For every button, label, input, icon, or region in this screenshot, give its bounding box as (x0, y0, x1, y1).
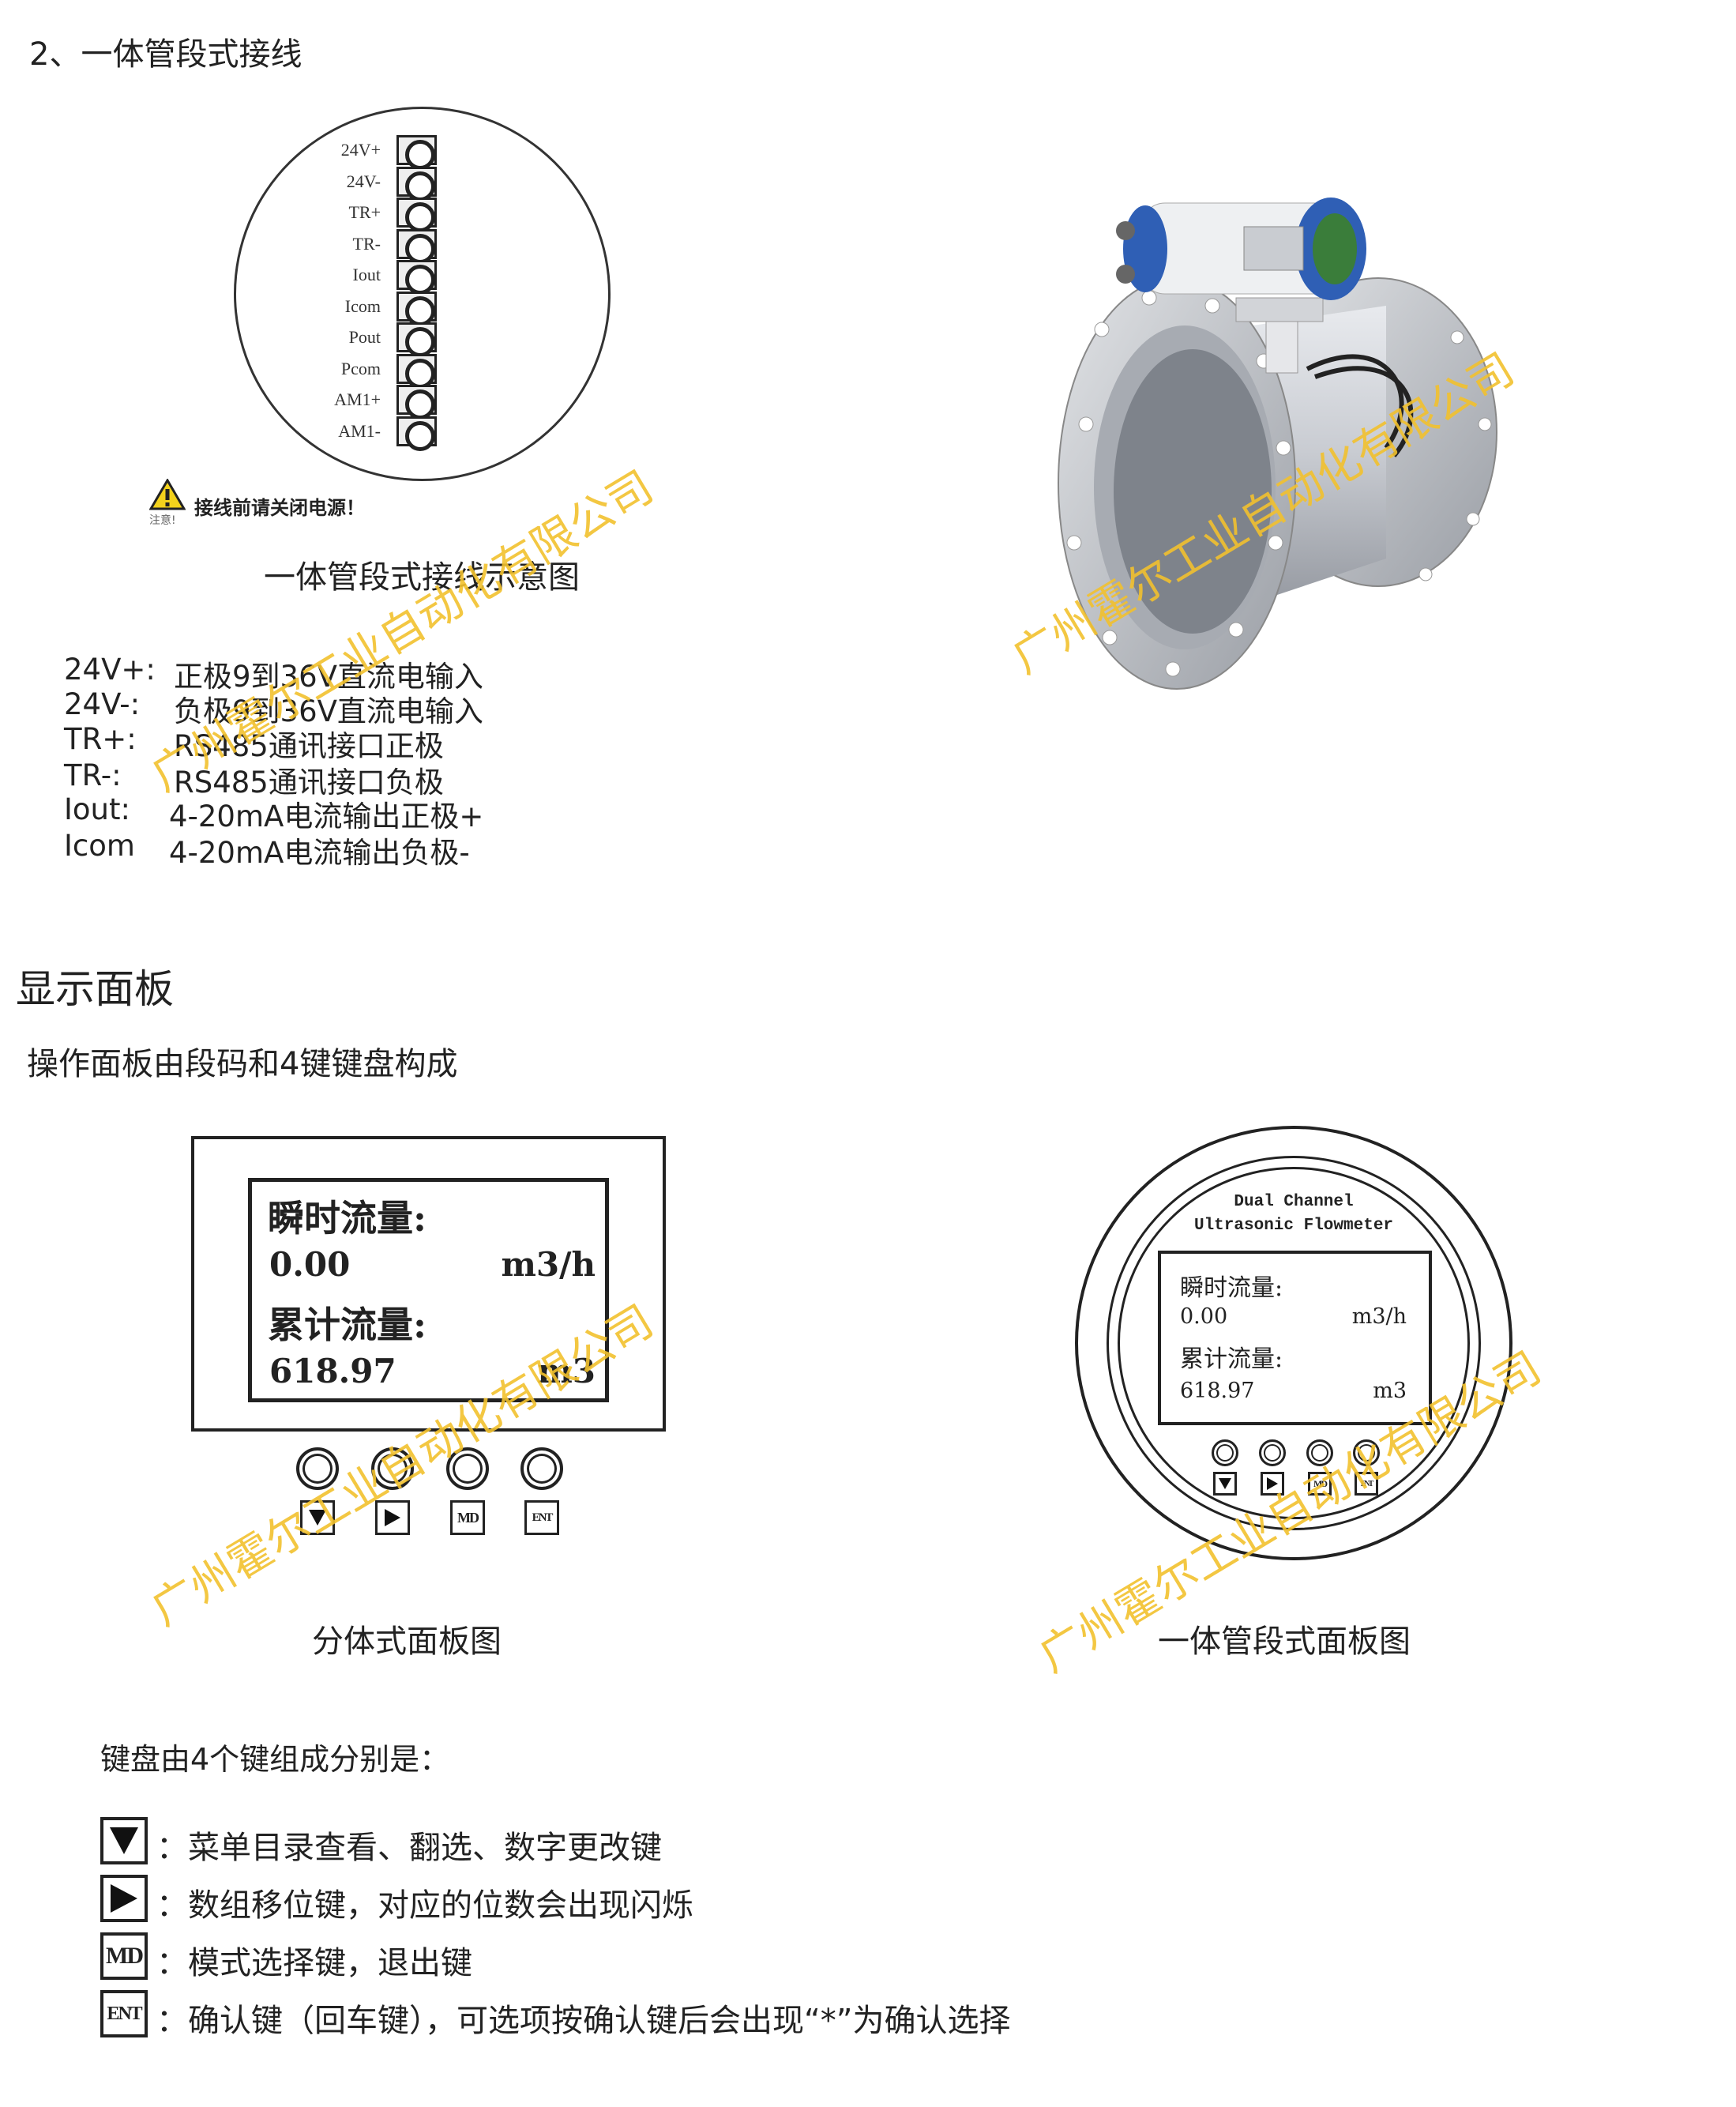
split-button-right[interactable] (371, 1447, 414, 1490)
terminal-label: 24V+ (340, 140, 381, 160)
integrated-button-ent[interactable] (1353, 1439, 1380, 1466)
integrated-panel-inner-ring (1118, 1167, 1470, 1519)
terminal-screw-icon (396, 260, 437, 295)
lcd-instant-flow-label: 瞬时流量: (268, 1197, 426, 1240)
terminal-label: AM1+ (334, 389, 381, 409)
ent-key-icon: ENT (524, 1500, 559, 1535)
terminal-label: Pcom (340, 358, 381, 378)
keypad-intro: 键盘由4个键组成分别是： (100, 1742, 450, 1777)
lcd-total-flow-value: 618.97 (1180, 1379, 1255, 1403)
md-key-icon: MD (1308, 1472, 1332, 1496)
terminal-desc-label: Icom (64, 829, 135, 863)
terminal-label: Icom (344, 295, 381, 316)
terminal-screw-icon (396, 166, 437, 201)
warning-icon (148, 478, 186, 514)
md-key-icon: MD (450, 1500, 485, 1535)
panel-title-line2: Ultrasonic Flowmeter (1193, 1217, 1394, 1235)
integrated-panel (1075, 1126, 1512, 1560)
terminal-desc-text: 4-20mA电流输出正极+ (169, 800, 484, 833)
terminal-screw-icon (396, 198, 437, 232)
terminal-label: Pout (348, 327, 381, 347)
integrated-panel-caption: 一体管段式面板图 (1158, 1624, 1411, 1660)
terminal-label: AM1- (338, 420, 381, 441)
right-arrow-key-icon (1261, 1472, 1284, 1496)
lcd-total-flow-unit: m3 (537, 1352, 596, 1390)
terminal-label: TR+ (348, 202, 381, 222)
key-description: ：数组移位键，对应的位数会出现闪烁 (156, 1887, 693, 1924)
terminal-screw-icon (396, 353, 437, 389)
key-description: ：模式选择键，退出键 (156, 1945, 472, 1981)
ent-key-icon: ENT (1355, 1472, 1378, 1496)
integrated-button-right[interactable] (1259, 1439, 1286, 1466)
lcd-instant-flow-value: 0.00 (269, 1245, 351, 1284)
terminal-screw-icon (396, 291, 437, 326)
display-panel-title: 显示面板 (16, 966, 174, 1012)
terminal-screw-icon (396, 416, 437, 451)
terminal-screw-icon (396, 228, 437, 264)
lcd-instant-flow-value: 0.00 (1180, 1304, 1228, 1329)
split-button-ent[interactable] (520, 1447, 563, 1490)
wiring-diagram (234, 107, 611, 481)
lcd-total-flow-label: 累计流量: (268, 1304, 426, 1346)
lcd-instant-flow-unit: m3/h (1351, 1304, 1407, 1329)
terminal-label: Iout (352, 265, 381, 284)
down-arrow-key-icon (100, 1817, 148, 1864)
lcd-total-flow-unit: m3 (1373, 1379, 1407, 1403)
split-panel (191, 1136, 666, 1432)
terminal-label: TR- (352, 233, 381, 254)
right-arrow-key-icon (375, 1500, 410, 1535)
diagram-caption: 一体管段式接线示意图 (264, 559, 580, 596)
lcd-total-flow-label: 累计流量: (1180, 1345, 1283, 1373)
lcd-total-flow-value: 618.97 (269, 1352, 396, 1390)
lcd-instant-flow-label: 瞬时流量: (1180, 1274, 1283, 1302)
terminal-desc-label: Iout: (64, 792, 130, 826)
key-description: ：菜单目录查看、翻选、数字更改键 (156, 1830, 662, 1866)
md-key-icon: MD (100, 1932, 148, 1980)
warning-sub: 注意! (149, 514, 176, 527)
terminal-screw-icon (396, 135, 437, 170)
integrated-button-down[interactable] (1212, 1439, 1238, 1466)
down-arrow-key-icon (1213, 1472, 1237, 1496)
terminal-desc-text: RS485通讯接口正极 (174, 729, 444, 763)
section-title: 2、一体管段式接线 (29, 36, 302, 73)
terminal-desc-label: TR+: (64, 722, 137, 756)
terminal-strip (396, 134, 437, 451)
warning-text: 接线前请关闭电源！ (194, 497, 365, 519)
ent-key-icon: ENT (100, 1990, 148, 2037)
down-arrow-key-icon (300, 1500, 335, 1535)
terminal-desc-text: RS485通讯接口负极 (174, 766, 444, 800)
split-button-down[interactable] (296, 1447, 339, 1490)
terminal-desc-label: TR-: (64, 758, 122, 792)
split-panel-caption: 分体式面板图 (312, 1624, 502, 1660)
integrated-button-md[interactable] (1306, 1439, 1333, 1466)
terminal-desc-label: 24V+: (64, 653, 156, 687)
right-arrow-key-icon (100, 1875, 148, 1922)
terminal-label: 24V- (346, 171, 381, 191)
display-panel-subtitle: 操作面板由段码和4键键盘构成 (27, 1046, 458, 1082)
integrated-panel-ring (1107, 1156, 1481, 1530)
terminal-screw-icon (396, 322, 437, 357)
panel-title-line1: Dual Channel (1234, 1193, 1354, 1211)
key-description: ：确认键（回车键），可选项按确认键后会出现“*”为确认选择 (156, 2003, 1011, 2039)
integrated-panel-lcd: 瞬时流量: 0.00 m3/h 累计流量: 618.97 m3 (1158, 1251, 1432, 1425)
terminal-desc-text: 4-20mA电流输出负极- (169, 836, 470, 870)
terminal-desc-text: 负极9到36V直流电输入 (174, 694, 483, 728)
split-panel-lcd: 瞬时流量: 0.00 m3/h 累计流量: 618.97 m3 (248, 1178, 609, 1402)
lcd-instant-flow-unit: m3/h (501, 1245, 596, 1284)
terminal-desc-label: 24V-: (64, 687, 141, 721)
flowmeter-photo (1054, 187, 1512, 701)
split-button-md[interactable] (446, 1447, 489, 1490)
terminal-desc-text: 正极9到36V直流电输入 (174, 660, 483, 694)
terminal-screw-icon (396, 385, 437, 420)
